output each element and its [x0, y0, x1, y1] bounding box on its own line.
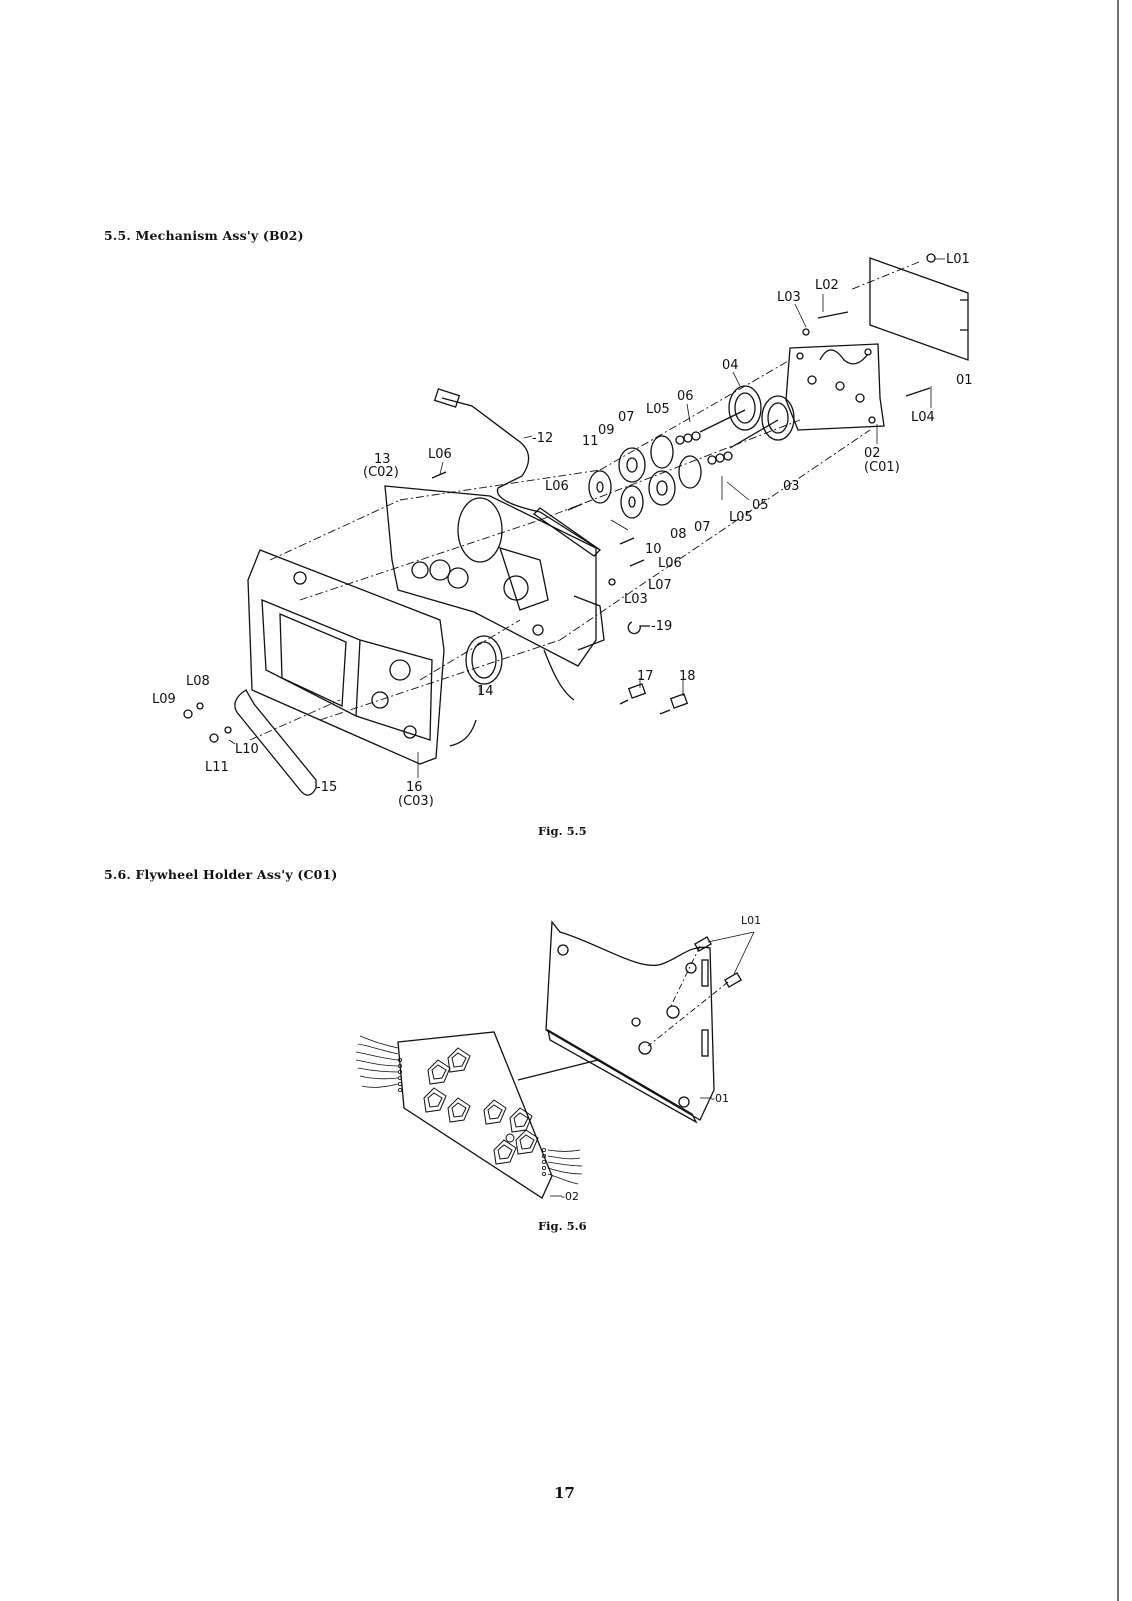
callout-06: 06 [677, 389, 694, 404]
callout-L06-top: L06 [428, 447, 452, 462]
callout-09: 09 [598, 423, 615, 438]
callout-L01: L01 [946, 252, 970, 267]
callout-L10: L10 [235, 742, 259, 757]
bracket-01 [545, 920, 715, 1121]
callout-14: 14 [477, 684, 494, 699]
flywheel-03 [761, 395, 795, 441]
callout-fig56-02: -02 [561, 1190, 579, 1203]
callout-04: 04 [722, 358, 739, 373]
callout-C01: (C01) [864, 460, 900, 475]
callout-L05-low: L05 [729, 510, 753, 525]
callout-13: 13 [374, 452, 391, 467]
callout-fig56-L01: L01 [741, 914, 761, 927]
section-heading-flywheel-holder: 5.6. Flywheel Holder Ass'y (C01) [104, 867, 338, 882]
gear-10 [620, 485, 644, 519]
callout-02: 02 [864, 446, 881, 461]
figure-caption-5-6: Fig. 5.6 [538, 1219, 587, 1233]
callout-03: 03 [783, 479, 800, 494]
callout-L06-mid: L06 [545, 479, 569, 494]
gear-08 [648, 470, 676, 506]
callout-07: 07 [618, 410, 635, 425]
ring-14 [465, 635, 503, 685]
callout-L03-low: L03 [624, 592, 648, 607]
callout-fig56-01: -01 [711, 1092, 729, 1105]
callout-L11: L11 [205, 760, 229, 775]
callout-11: 11 [582, 434, 599, 449]
callout-08: 08 [670, 527, 687, 542]
cable-12 [441, 397, 601, 551]
callout-17: 17 [637, 669, 654, 684]
main-frame [247, 549, 445, 765]
callout-L06-low: L06 [658, 556, 682, 571]
callout-16: 16 [406, 780, 423, 795]
callout-C02: (C02) [363, 465, 399, 480]
callout-L07: L07 [648, 578, 672, 593]
callout-15: -15 [316, 780, 337, 795]
callout-L05: L05 [646, 402, 670, 417]
pcb-02 [397, 1031, 553, 1199]
figure-caption-5-5: Fig. 5.5 [538, 824, 587, 838]
rear-plate [869, 257, 969, 361]
callout-L03: L03 [777, 290, 801, 305]
callout-L08: L08 [186, 674, 210, 689]
flywheel-holder [785, 343, 885, 431]
callout-18: 18 [679, 669, 696, 684]
callout-10: 10 [645, 542, 662, 557]
callout-L04: L04 [911, 410, 935, 425]
gear-11 [588, 470, 612, 504]
callout-12: -12 [532, 431, 553, 446]
belt-15 [234, 689, 317, 796]
page-number: 17 [554, 1484, 575, 1502]
callout-L09: L09 [152, 692, 176, 707]
gear-09 [618, 447, 646, 483]
section-heading-mechanism: 5.5. Mechanism Ass'y (B02) [104, 228, 304, 243]
chassis-plate-13 [384, 485, 597, 667]
page-edge-line [1117, 0, 1119, 1601]
callout-L02: L02 [815, 278, 839, 293]
callout-C03: (C03) [398, 794, 434, 809]
callout-05: 05 [752, 498, 769, 513]
callout-07-low: 07 [694, 520, 711, 535]
callout-01: 01 [956, 373, 973, 388]
callout-19: -19 [651, 619, 672, 634]
